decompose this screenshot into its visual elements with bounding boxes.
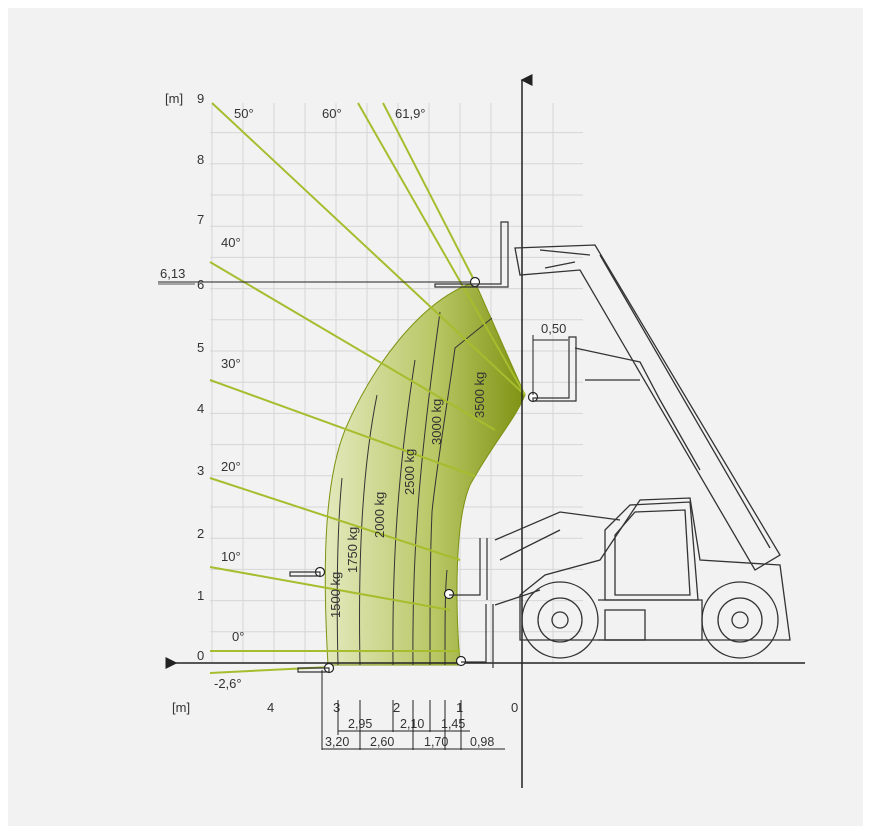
load-label-3500: 3500 kg: [472, 372, 487, 418]
angle-label-neg2-6: -2,6°: [214, 676, 242, 691]
angle-label-61-9: 61,9°: [395, 106, 426, 121]
angle-label-40: 40°: [221, 235, 241, 250]
load-label-2000: 2000 kg: [372, 492, 387, 538]
dim-1-45: 1,45: [441, 717, 465, 731]
fork-offset-dim: [532, 335, 568, 395]
fork-silhouettes: [289, 221, 577, 673]
y-tick-6: 6: [197, 277, 204, 292]
angle-label-0: 0°: [232, 629, 244, 644]
x-tick-3: 3: [333, 700, 340, 715]
pivot-top: [469, 276, 481, 288]
angle-line-20: [209, 477, 461, 561]
load-label-1500: 1500 kg: [328, 572, 343, 618]
y-tick-9: 9: [197, 91, 204, 106]
angle-line-50: [211, 102, 526, 396]
max-height-label: 6,13: [160, 266, 185, 281]
pivot-bottom: [455, 655, 467, 667]
y-tick-0: 0: [197, 648, 204, 663]
dim-0-98: 0,98: [470, 735, 494, 749]
load-label-2500: 2500 kg: [402, 449, 417, 495]
y-tick-4: 4: [197, 401, 204, 416]
fork-offset-label: 0,50: [541, 321, 566, 336]
pivot-mid: [443, 588, 455, 600]
angle-line-10: [209, 566, 451, 611]
dim-1-70: 1,70: [424, 735, 448, 749]
y-tick-8: 8: [197, 152, 204, 167]
angle-line-30: [209, 379, 476, 477]
y-axis-unit: [m]: [165, 91, 183, 106]
angle-line-60: [357, 102, 526, 396]
angle-label-20: 20°: [221, 459, 241, 474]
x-tick-0: 0: [511, 700, 518, 715]
x-axis-unit: [m]: [172, 700, 190, 715]
angle-label-10: 10°: [221, 549, 241, 564]
x-tick-1: 1: [456, 700, 463, 715]
boom-angle-lines: [209, 102, 526, 674]
dim-2-60: 2,60: [370, 735, 394, 749]
load-curve-lines: [336, 311, 493, 666]
x-tick-4: 4: [267, 700, 274, 715]
y-tick-7: 7: [197, 212, 204, 227]
load-envelope: [324, 281, 526, 666]
dim-3-20: 3,20: [325, 735, 349, 749]
angle-line-40: [209, 261, 496, 431]
angle-label-50: 50°: [234, 106, 254, 121]
load-label-3000: 3000 kg: [429, 399, 444, 445]
y-tick-2: 2: [197, 526, 204, 541]
x-tick-2: 2: [393, 700, 400, 715]
y-tick-5: 5: [197, 340, 204, 355]
telehandler-illustration: [494, 244, 791, 659]
angle-label-60: 60°: [322, 106, 342, 121]
y-tick-3: 3: [197, 463, 204, 478]
dim-2-10: 2,10: [400, 717, 424, 731]
load-label-1750: 1750 kg: [345, 527, 360, 573]
y-tick-1: 1: [197, 588, 204, 603]
angle-label-30: 30°: [221, 356, 241, 371]
angle-line-61-9: [382, 102, 476, 283]
labels: [m] [m] 0 1 2 3 4 5 6 7 8 9 0 1 2 3 4 6,…: [160, 91, 566, 749]
reach-dimension-lines: [321, 670, 505, 750]
